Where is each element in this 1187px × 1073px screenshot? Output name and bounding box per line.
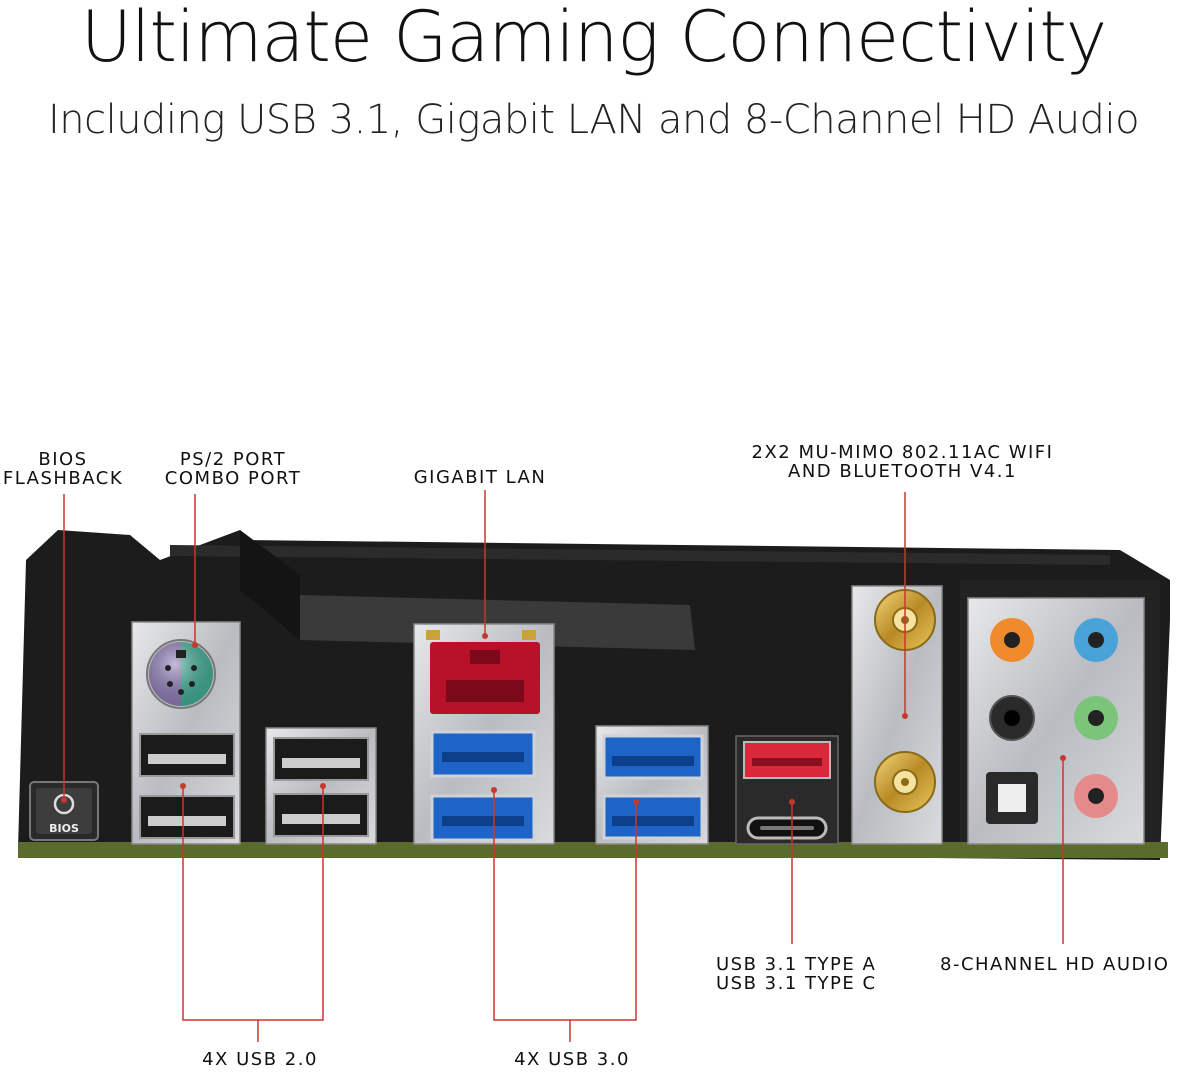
label-bios-flashback: BIOS FLASHBACK [2,449,124,489]
page-title: Ultimate Gaming Connectivity [80,0,1107,78]
usb31-stack [735,735,839,845]
label-4x-usb20: 4X USB 2.0 [202,1049,318,1070]
pcb-edge [18,842,1168,858]
label-usb31: USB 3.1 TYPE A USB 3.1 TYPE C [716,954,877,994]
label-gigabit-lan: GIGABIT LAN [413,467,547,488]
audio-panel [967,597,1145,845]
lan-usb30-stack [413,623,555,845]
bios-flashback-button: BIOS [29,781,99,841]
bios-button-text: BIOS [49,822,79,835]
wifi-antenna-module [851,585,943,845]
page-subtitle: Including USB 3.1, Gigabit LAN and 8-Cha… [47,97,1140,143]
label-wifi-bluetooth: 2X2 MU-MIMO 802.11AC WIFI AND BLUETOOTH … [751,442,1054,482]
usb30-stack [595,725,709,845]
label-ps2-combo-port: PS/2 PORT COMBO PORT [164,449,302,489]
leader-usb30-bracket [493,790,637,1021]
leader-dots [61,633,1066,805]
leader-usb20-bracket [182,786,324,1021]
ps2-usb20-stack [131,621,241,845]
label-4x-usb30: 4X USB 3.0 [514,1049,630,1070]
label-8ch-hd-audio: 8-CHANNEL HD AUDIO [940,954,1170,975]
leader-lines [63,490,1064,1042]
